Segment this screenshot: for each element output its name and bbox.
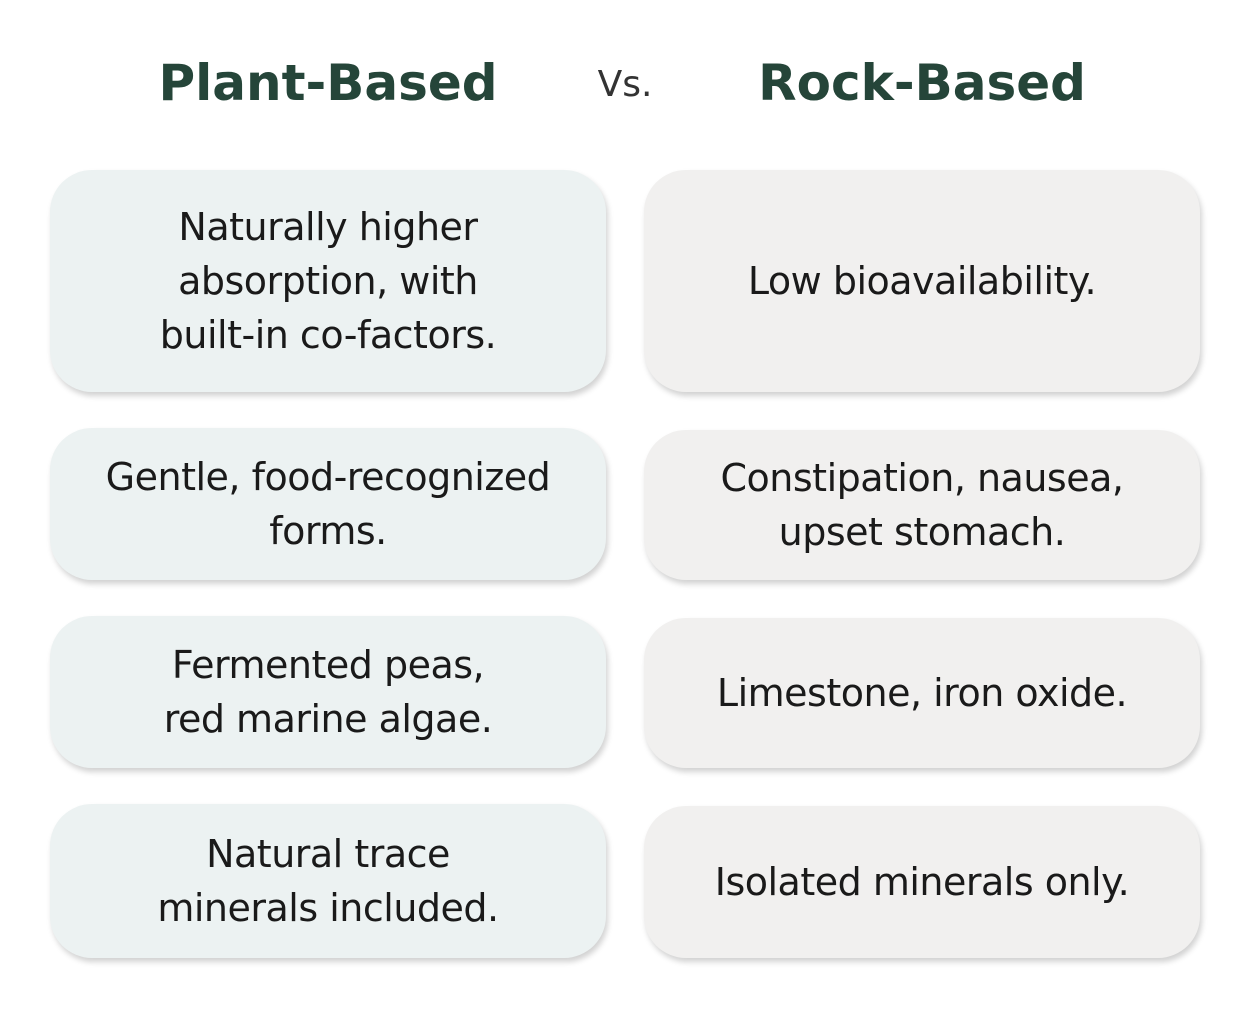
rock-based-heading: Rock-Based (758, 54, 1086, 112)
card-line: absorption, with (178, 259, 478, 303)
card-line: Natural trace (206, 832, 450, 876)
card-line: Fermented peas, (171, 643, 485, 687)
card-line: Limestone, iron oxide. (716, 671, 1128, 715)
card-line: Naturally higher (178, 205, 478, 249)
card-line: Isolated minerals only. (714, 860, 1130, 904)
card-line: minerals included. (157, 886, 499, 930)
card-line: built-in co-factors. (159, 313, 497, 357)
card-line: Gentle, food-recognized (105, 455, 551, 499)
rock-card-absorption: Low bioavailability. (644, 170, 1200, 392)
plant-card-source: Fermented peas, red marine algae. (50, 616, 606, 768)
plant-card-minerals: Natural trace minerals included. (50, 804, 606, 958)
rock-card-source: Limestone, iron oxide. (644, 618, 1200, 768)
card-line: upset stomach. (778, 510, 1066, 554)
card-line: red marine algae. (163, 697, 493, 741)
plant-card-tolerance: Gentle, food-recognized forms. (50, 428, 606, 580)
plant-card-absorption: Naturally higher absorption, with built-… (50, 170, 606, 392)
card-line: Low bioavailability. (747, 259, 1097, 303)
rock-card-minerals: Isolated minerals only. (644, 806, 1200, 958)
card-line: forms. (269, 509, 387, 553)
rock-card-tolerance: Constipation, nausea, upset stomach. (644, 430, 1200, 580)
versus-label: Vs. (597, 64, 653, 105)
plant-based-heading: Plant-Based (158, 54, 498, 112)
card-line: Constipation, nausea, (720, 456, 1124, 500)
